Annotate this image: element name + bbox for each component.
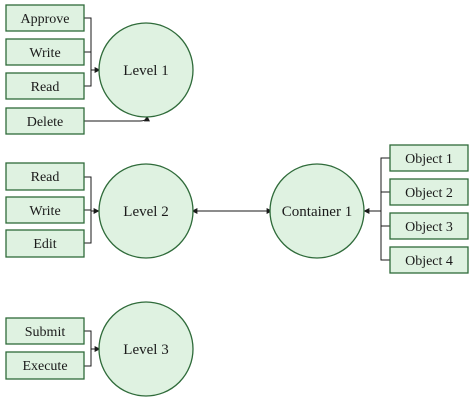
box-write-l1-label: Write (29, 46, 60, 61)
box-read-l1 (5, 72, 85, 100)
box-object4-label: Object 4 (405, 254, 453, 269)
box-submit-label: Submit (25, 325, 66, 340)
circle-container1 (269, 163, 365, 259)
box-write-l2-label: Write (29, 204, 60, 219)
box-object3-label: Object 3 (405, 220, 453, 235)
box-approve (5, 4, 85, 32)
box-read-l1-label: Read (31, 80, 60, 95)
edge-objects-bracket (380, 157, 390, 261)
circle-container1-label: Container 1 (282, 204, 352, 220)
box-submit (5, 317, 85, 345)
box-edit (5, 229, 85, 258)
circle-level1 (98, 22, 194, 118)
circle-level3-label: Level 3 (123, 342, 168, 358)
box-execute (5, 351, 85, 380)
box-approve-label: Approve (21, 12, 70, 27)
box-delete (5, 107, 85, 135)
circle-level1-label: Level 1 (123, 63, 168, 79)
level2-group: Read Write Edit Level 2 (5, 162, 194, 259)
circle-level3 (98, 301, 194, 397)
edge-level3-bracket (84, 330, 92, 367)
level3-group: Submit Execute Level 3 (5, 301, 194, 397)
circle-level2 (98, 163, 194, 259)
box-edit-label: Edit (33, 237, 56, 252)
box-object3 (389, 212, 469, 240)
box-read-l2 (5, 162, 85, 191)
box-object2-label: Object 2 (405, 186, 453, 201)
box-write-l1 (5, 38, 85, 66)
box-object1-label: Object 1 (405, 152, 453, 167)
circle-level2-label: Level 2 (123, 204, 168, 220)
box-read-l2-label: Read (31, 170, 60, 185)
box-object4 (389, 246, 469, 274)
container1-group: Container 1 Object 1 Object 2 Object 3 O… (269, 144, 469, 274)
level1-group: Approve Write Read Delete Level 1 (5, 4, 194, 135)
box-object1 (389, 144, 469, 172)
box-execute-label: Execute (22, 359, 67, 374)
box-object2 (389, 178, 469, 206)
box-delete-label: Delete (27, 115, 64, 130)
box-write-l2 (5, 196, 85, 224)
